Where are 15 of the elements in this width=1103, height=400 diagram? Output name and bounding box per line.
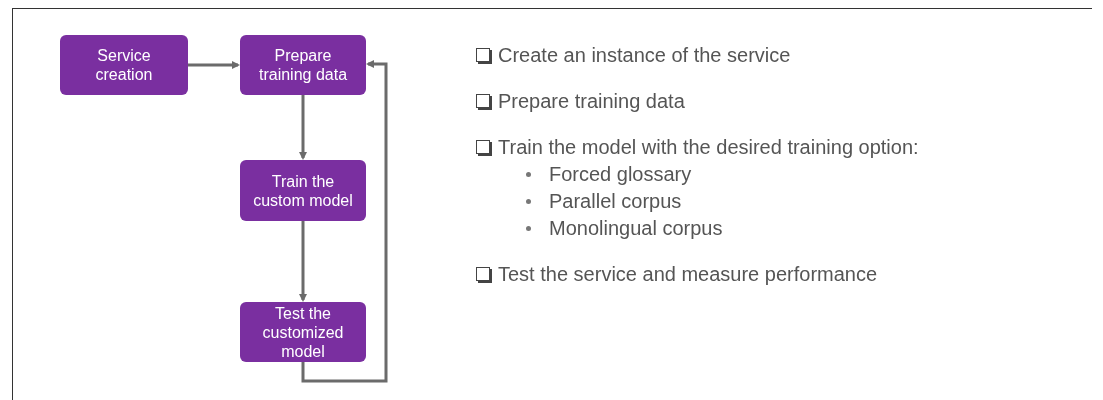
arrow — [299, 221, 307, 302]
process-box: Train the custom model — [240, 160, 366, 221]
process-box: Test the customized model — [240, 302, 366, 362]
arrow — [188, 61, 240, 69]
list-item: Forced glossary — [549, 162, 692, 187]
process-box: Prepare training data — [240, 35, 366, 95]
list-item: Parallel corpus — [549, 189, 682, 214]
list-item: Prepare training data — [498, 89, 685, 114]
arrow — [301, 60, 388, 383]
process-box: Service creation — [60, 35, 188, 95]
list-item: Test the service and measure performance — [498, 262, 878, 287]
list-item: Train the model with the desired training option: — [498, 135, 919, 160]
list-item: Create an instance of the service — [498, 43, 792, 68]
list-item: Monolingual corpus — [549, 216, 723, 241]
arrow — [299, 95, 307, 160]
